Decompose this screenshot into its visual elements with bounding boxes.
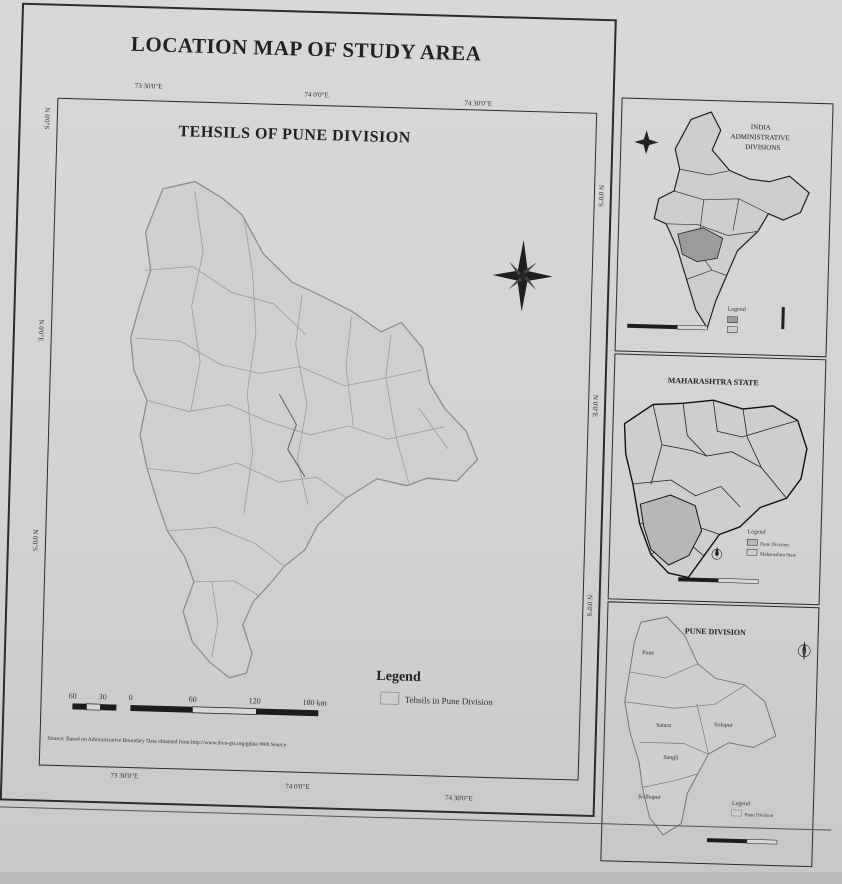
pune-inset-legend-title: Legend [732,801,750,808]
maharashtra-scale-bar [678,577,719,583]
pune-inset-scale-bar [706,838,747,844]
bottom-tick-2: 74 0'0"E [285,782,310,792]
division-outline [130,180,479,679]
maharashtra-highlight [677,227,724,263]
pune-inset-label-satara: Satara [656,723,671,729]
pune-inset-compass-icon [797,640,811,661]
india-scale-bar-2 [676,324,708,331]
pune-inset-district-lines [624,663,746,788]
pune-inset-map: PUNE DIVISION Pune Satara Solapur Sangli… [624,616,811,845]
source-note: Source: Based on Administrative Boundary… [47,735,286,749]
india-legend-title: Legend [728,307,746,314]
legend-title: Legend [376,669,421,685]
pune-inset-outline [624,616,777,836]
maharashtra-legend-item-2: Maharashtra State [760,553,797,559]
maharashtra-compass-icon [711,546,723,560]
north-arrow-icon [492,239,553,312]
india-state-lines [666,168,769,280]
right-tick-3: N 0'0"S [585,594,594,617]
pune-inset-label-sangli: Sangli [663,755,679,761]
maharashtra-scale-bar-2 [717,578,759,584]
bottom-tick-3: 74 30'0"E [444,793,473,803]
india-title-line-1: INDIA [751,123,771,132]
scale-label-5: 120 [249,696,261,705]
maharashtra-legend-swatch-2 [746,548,758,556]
left-tick-2: N 0'0"E [36,319,46,342]
right-tick-2: N 0'0"E [590,394,600,418]
scale-label-2: 30 [99,692,107,701]
maharashtra-legend-item-1: Pune Division [760,543,789,549]
india-legend-swatch-1 [727,316,738,324]
india-legend-swatch-2 [726,326,738,334]
maharashtra-title: MAHARASHTRA STATE [668,376,759,388]
top-tick-1: 73 30'0"E [134,81,163,91]
right-tick-1: N 0'0"S [596,184,606,207]
pune-division-highlight [639,494,703,566]
pune-inset-legend-swatch [731,809,743,817]
scale-label-1: 60 [69,691,77,700]
pune-division-tehsil-map: Legend Tehsils in Pune Division 60 30 0 … [47,180,553,749]
pune-inset-legend-item: Pune Division [745,813,774,819]
left-tick-3: N 0'0"S [30,529,40,552]
scale-bar [72,703,319,717]
legend-swatch [380,691,400,705]
scale-label-3: 0 [129,693,133,702]
left-tick-1: N 0'0"S [42,107,52,130]
india-compass-bar [781,307,785,330]
top-tick-2: 74 0'0"E [304,90,329,100]
tehsil-boundaries [134,191,449,658]
india-title-line-3: DIVISIONS [745,143,780,152]
scale-label-6: 180 km [303,698,328,708]
pune-inset-label-pune: Pune [642,650,654,656]
scale-label-4: 60 [189,695,197,704]
india-outline [653,111,810,330]
india-scale-bar [627,323,678,330]
india-title-line-2: ADMINISTRATIVE [730,133,789,143]
legend-item-tehsils: Tehsils in Pune Division [405,695,494,707]
india-inset-map: INDIA ADMINISTRATIVE DIVISIONS Legend [627,111,810,334]
pune-inset-label-kolhapur: Kolhapur [638,794,661,801]
pune-inset-label-solapur: Solapur [714,722,733,729]
maharashtra-legend-swatch-1 [746,538,758,546]
district-boundaries [278,393,306,478]
bottom-tick-1: 73 30'0"E [110,771,139,781]
maharashtra-legend-title: Legend [747,529,765,536]
india-inset-compass-icon [634,130,659,155]
pune-inset-title: PUNE DIVISION [685,626,747,637]
top-tick-3: 74 30'0"E [464,99,493,108]
maharashtra-inset-map: MAHARASHTRA STATE Legend Pune Division M… [623,376,808,584]
pune-inset-scale-bar-2 [746,839,778,845]
